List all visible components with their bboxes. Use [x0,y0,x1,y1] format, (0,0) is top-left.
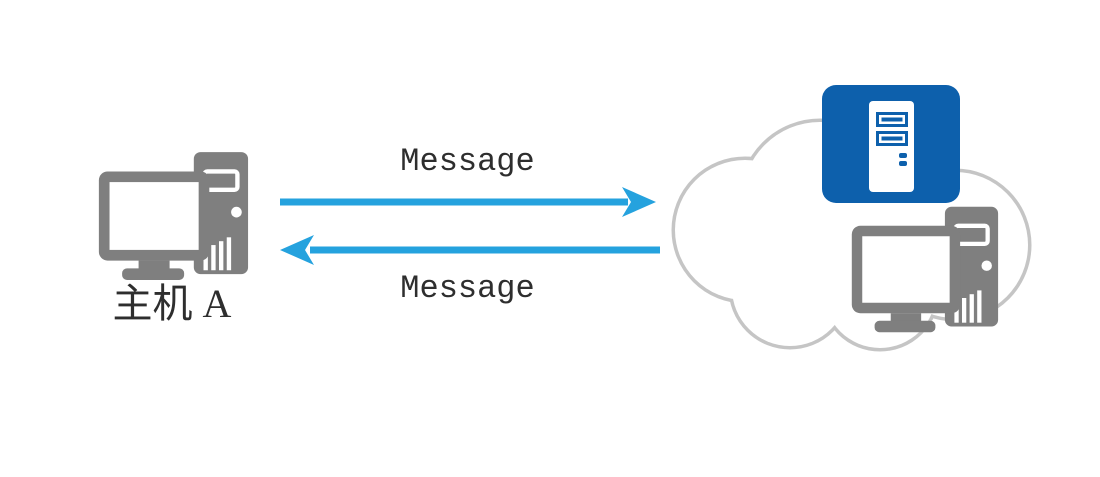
cloud-computer-icon [848,203,1000,336]
host-computer-icon [95,148,250,284]
host-label: 主机 A [112,281,232,326]
message-label-bottom: Message [400,270,535,307]
arrow-right-icon [280,187,656,217]
message-label-top: Message [400,143,535,180]
server-tower-icon [869,101,914,192]
arrow-left-icon [280,235,660,265]
server-box [822,85,960,203]
